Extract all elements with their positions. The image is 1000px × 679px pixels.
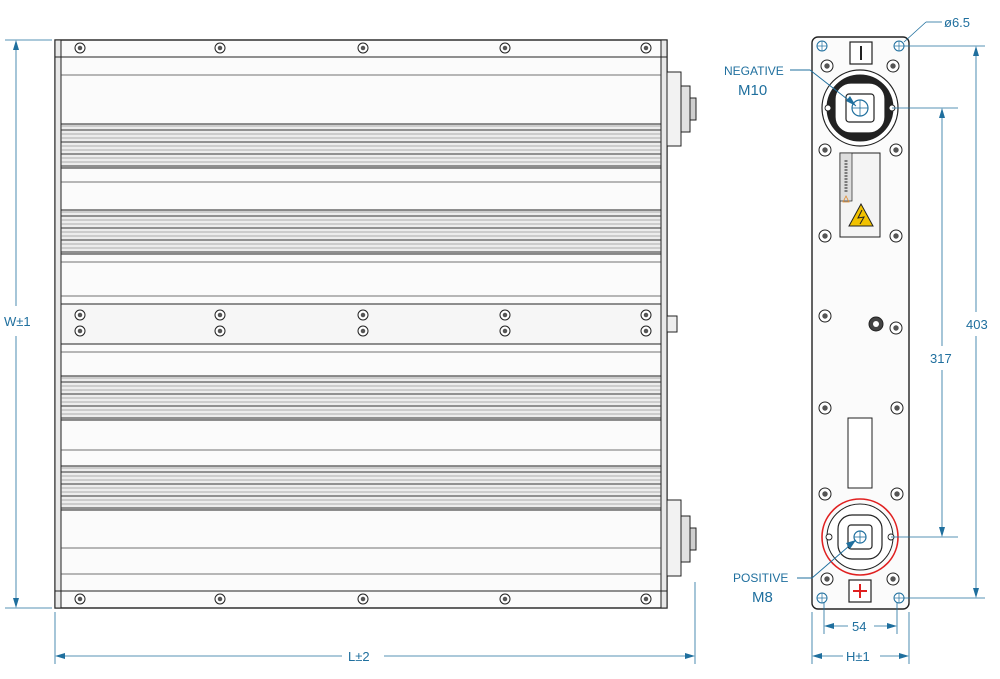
side-vent-plug [666, 315, 678, 333]
positive-callout: POSITIVE M8 [733, 539, 857, 606]
bolt [214, 309, 226, 321]
fin-group [60, 375, 662, 421]
width-dimension: W±1 [4, 39, 52, 609]
terminal-spacing-label: 317 [930, 351, 952, 366]
warning-triangle-icon [842, 195, 850, 203]
bolt [886, 59, 900, 73]
positive-symbol-icon [848, 579, 872, 603]
overall-height-dimension: 403 [904, 45, 988, 599]
hole-spacing-dimension: 54 [823, 602, 898, 634]
end-plate-bolts [818, 59, 904, 586]
negative-symbol-icon [849, 41, 873, 65]
fin-group [60, 209, 662, 255]
positive-thread: M8 [752, 589, 773, 606]
negative-callout: NEGATIVE M10 [724, 64, 857, 107]
terminal-spacing-dimension: 317 [891, 107, 958, 538]
bolt [74, 42, 86, 54]
bolt [357, 593, 369, 605]
bolt [214, 593, 226, 605]
length-dimension: L±2 [54, 582, 696, 664]
mounting-bolts [74, 42, 652, 605]
bolt [886, 572, 900, 586]
width-label: W±1 [4, 314, 31, 329]
bolt [640, 593, 652, 605]
bolt [74, 325, 86, 337]
mounting-hole [816, 592, 828, 604]
bolt [214, 325, 226, 337]
bolt [357, 42, 369, 54]
mounting-hole [816, 40, 828, 52]
bolt [499, 593, 511, 605]
bolt [820, 59, 834, 73]
hole-spacing-label: 54 [852, 619, 866, 634]
vent-connector [868, 316, 884, 332]
height-dimension: H±1 [811, 612, 910, 664]
fin-group [60, 465, 662, 511]
bolt [818, 309, 832, 323]
bolt [818, 229, 832, 243]
top-view [54, 39, 697, 609]
length-label: L±2 [348, 649, 370, 664]
fin-group [60, 123, 662, 169]
bolt [889, 143, 903, 157]
height-label: H±1 [846, 649, 870, 664]
bolt [640, 325, 652, 337]
overall-height-label: 403 [966, 317, 988, 332]
positive-terminal [821, 498, 899, 576]
bolt [818, 487, 832, 501]
bolt [640, 42, 652, 54]
warning-label [839, 152, 881, 238]
bolt [640, 309, 652, 321]
negative-thread: M10 [738, 82, 767, 99]
bolt [357, 325, 369, 337]
bolt [499, 325, 511, 337]
bolt [890, 401, 904, 415]
positive-label: POSITIVE [733, 571, 788, 585]
bolt [499, 42, 511, 54]
mounting-hole [893, 40, 905, 52]
cooling-fins [60, 74, 662, 575]
bolt [818, 401, 832, 415]
bolt [74, 593, 86, 605]
bolt [74, 309, 86, 321]
terminal-lug-lower [666, 499, 697, 577]
hole-diameter-callout: ø6.5 [903, 15, 970, 43]
bolt [357, 309, 369, 321]
bolt [499, 309, 511, 321]
bolt [214, 42, 226, 54]
bolt [889, 321, 903, 335]
terminal-lug-upper [666, 71, 697, 147]
negative-terminal [821, 69, 899, 147]
mounting-hole [893, 592, 905, 604]
bolt [890, 487, 904, 501]
end-view [811, 36, 910, 610]
bolt [889, 229, 903, 243]
high-voltage-icon [848, 202, 874, 227]
bolt [820, 572, 834, 586]
bolt [818, 143, 832, 157]
label-slot [847, 417, 873, 489]
hole-diameter-label: ø6.5 [944, 15, 970, 30]
negative-label: NEGATIVE [724, 64, 784, 78]
